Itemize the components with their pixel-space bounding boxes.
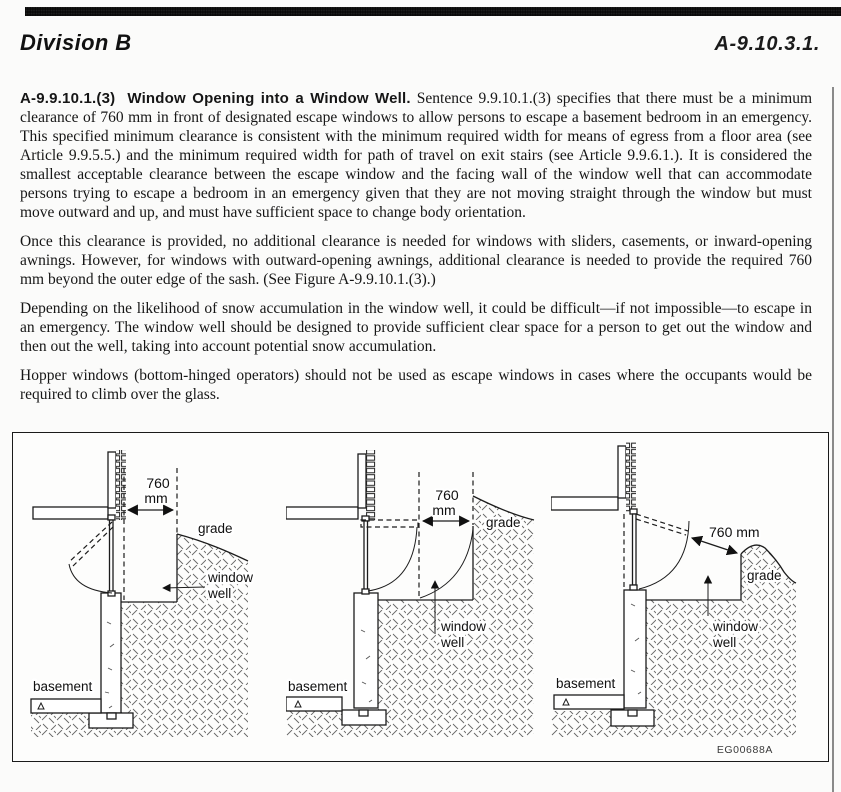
window-sill-block [361,588,370,595]
well-wall-line [646,554,742,601]
window-well-pointer-arrow [162,583,206,593]
grade-label: grade [198,521,233,536]
escape-window-sash [108,519,114,594]
clause-title: Window Opening into a Window Well. [127,90,411,107]
basement-label: basement [33,679,93,694]
paragraph-3: Depending on the likelihood of snow accu… [20,300,812,355]
footing-keyway [358,709,369,717]
foundation-wall [353,592,379,709]
slab-triangle-marker [37,701,45,710]
division-title: Division B [20,30,132,55]
basement-floor-slab [30,698,102,714]
grade-surface-line [472,495,535,521]
grade-surface-line [176,533,249,562]
window-sill-block [107,590,116,597]
window-well-label-line2: well [207,586,231,601]
window-well-label-line2: well [712,635,736,650]
brick-veneer [366,450,376,520]
swing-arc-outer [419,528,474,599]
window-head-block [107,514,116,521]
window-well-label-line2: well [440,635,464,650]
concrete-speckles [104,621,115,709]
basement-floor-slab [553,694,625,710]
wall-sheathing [617,445,627,499]
window-well-label-line1: window [440,619,486,634]
well-wall-line [378,526,474,601]
diagram-outward-awning-above-grade: 760 mm grade window well basement [551,442,797,737]
article-body: A-9.9.10.1.(3) Window Opening into a Wind… [20,89,812,414]
escape-window-sash [363,520,369,592]
paragraph-4: Hopper windows (bottom-hinged operators)… [20,367,812,403]
basement-floor-slab [286,696,343,712]
figure-code: EG00688A [716,744,773,756]
footing-keyway [627,709,638,717]
concrete-speckles [630,603,642,695]
main-floor-slab [551,496,619,511]
swing-arc [68,563,113,594]
window-well-label-line1: window [712,619,758,634]
paragraph-1: A-9.9.10.1.(3) Window Opening into a Wind… [20,89,812,222]
earth-hatch [286,496,534,737]
window-well-label-line1: window [207,570,253,585]
foundation-wall [100,592,122,714]
earth-hatch [551,545,796,737]
window-head-block [629,508,638,515]
foundation-wall [623,589,647,709]
main-floor-slab [32,506,109,520]
slab-triangle-marker [294,699,302,708]
wall-sheathing [107,451,117,509]
dimension-label: 760 [146,475,170,491]
concrete-speckles [360,629,373,703]
basement-label: basement [556,676,616,691]
dimension-unit-label: mm [432,502,455,518]
grade-label: grade [747,568,782,583]
header-rule-bar [25,7,841,16]
open-sash-dashed [360,519,419,528]
dimension-label: 760 [435,487,459,503]
page-edge-line [832,87,834,792]
main-floor-slab [286,506,359,520]
brick-veneer [626,442,636,512]
figure-box: 760 mm grade window well basement [12,432,829,762]
clause-number: A-9.9.10.1.(3) [20,90,116,107]
earth-hatch [31,534,248,737]
footing-keyway [106,712,117,720]
swing-arc [638,520,690,590]
open-sash-dashed [68,521,114,567]
dimension-label: 760 mm [709,524,760,540]
wall-sheathing [357,453,367,509]
dimension-unit-label: mm [144,490,167,506]
diagram-outward-awning-into-well: 760 mm grade window well basement [286,450,535,737]
slab-triangle-marker [562,697,570,706]
grade-label: grade [486,515,521,530]
paragraph-2: Once this clearance is provided, no addi… [20,233,812,288]
basement-label: basement [288,679,348,694]
brick-veneer [116,450,126,520]
open-sash-dashed [635,513,689,536]
escape-window-sash [631,513,637,586]
well-wall-line [121,534,178,603]
paragraph-1-text: Sentence 9.9.10.1.(3) specifies that the… [20,90,812,221]
swing-arc-inner [367,526,418,592]
article-number: A-9.10.3.1. [714,33,820,55]
grade-surface-line [740,544,797,584]
diagram-inward-opening-window: 760 mm grade window well basement [30,450,256,737]
window-sill-block [629,584,638,591]
dimension-arrow [690,535,739,556]
